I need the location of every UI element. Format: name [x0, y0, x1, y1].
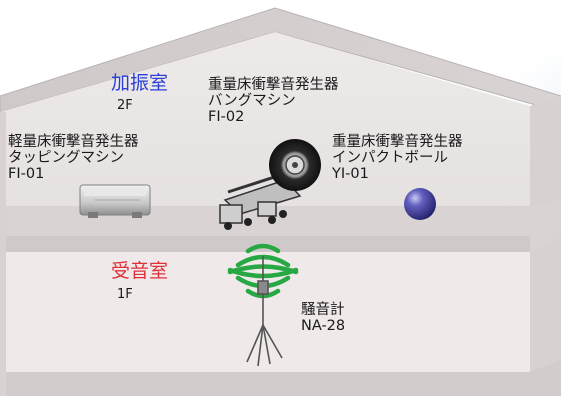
tapping-machine-model: FI-01 — [8, 166, 45, 183]
roof — [0, 7, 561, 113]
bang-machine-label: 重量床衝撃音発生器 バングマシン FI-02 — [208, 77, 339, 126]
sound-meter-label: 騒音計 NA-28 — [301, 302, 345, 334]
tapping-machine-type: 軽量床衝撃音発生器 — [8, 134, 139, 150]
impact-ball-name: インパクトボール — [332, 150, 448, 167]
impact-ball-label: 重量床衝撃音発生器 インパクトボール YI-01 — [332, 134, 463, 183]
bang-machine-name: バングマシン — [208, 93, 296, 110]
bang-machine-icon — [219, 139, 321, 230]
lower-room-wall — [0, 252, 530, 378]
right-outer-wall — [530, 96, 561, 396]
sound-level-meter-icon — [246, 256, 283, 367]
ground — [0, 360, 561, 396]
tapping-machine-name: タッピングマシン — [8, 150, 124, 167]
sound-meter-model: NA-28 — [301, 318, 346, 335]
upper-room-wall — [0, 32, 530, 212]
tapping-machine-icon — [79, 184, 151, 218]
lower-room-floor: 1F — [117, 287, 133, 302]
impact-ball-icon — [404, 188, 436, 220]
impact-ball-model: YI-01 — [332, 166, 369, 183]
bang-machine-type: 重量床衝撃音発生器 — [208, 77, 339, 93]
upper-room-title: 加振室 — [111, 72, 169, 94]
bang-machine-model: FI-02 — [208, 109, 245, 126]
upper-room-floor: 2F — [117, 98, 133, 113]
lower-room-title: 受音室 — [111, 260, 169, 282]
tapping-machine-label: 軽量床衝撃音発生器 タッピングマシン FI-01 — [8, 134, 139, 183]
impact-ball-type: 重量床衝撃音発生器 — [332, 134, 463, 150]
sound-meter-name: 騒音計 — [301, 302, 345, 318]
